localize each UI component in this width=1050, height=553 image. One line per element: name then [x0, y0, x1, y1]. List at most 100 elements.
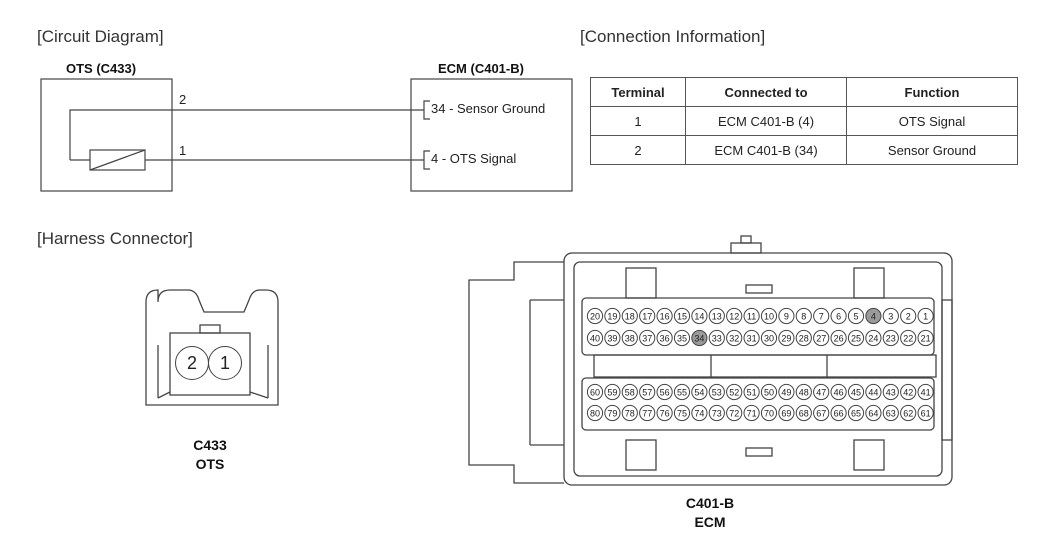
ecm-pin-75: [673, 404, 691, 422]
table-row: 2 ECM C401-B (34) Sensor Ground: [590, 135, 1018, 165]
ecm-pin-label: 10: [764, 311, 774, 321]
ecm-pin-label: 27: [816, 333, 826, 343]
ecm-pin-label: 65: [851, 408, 861, 418]
ecm-pin-label: 76: [660, 408, 670, 418]
ecm-pin-label: 80: [590, 408, 600, 418]
ecm-pin-7: [813, 307, 830, 325]
cell-function: Sensor Ground: [846, 135, 1018, 165]
ecm-pin-34-label: 34 - Sensor Ground: [431, 101, 546, 116]
ecm-pin-label: 72: [729, 408, 739, 418]
ecm-pin-label: 55: [677, 387, 687, 397]
ecm-pin-label: 46: [834, 387, 844, 397]
circuit-diagram-title: [Circuit Diagram]: [37, 27, 164, 46]
connection-info-title: [Connection Information]: [580, 27, 766, 46]
ecm-pin-6: [830, 307, 847, 325]
ecm-pin-48: [795, 383, 812, 401]
ecm-pin-54: [691, 383, 708, 401]
ecm-pin-70: [760, 404, 778, 422]
ecm-pin-23: [882, 329, 899, 347]
ecm-terminal-4-bracket: [423, 150, 430, 170]
ecm-pin-33: [708, 329, 725, 347]
ecm-pin-13: [708, 307, 725, 325]
ecm-harness-connector-body: [468, 235, 953, 486]
ecm-pin-14: [691, 307, 708, 325]
ecm-pin-4: [865, 307, 882, 325]
ecm-pin-label: 54: [694, 387, 704, 397]
ecm-caption-code: C401-B: [685, 495, 735, 511]
ecm-pin-label: 30: [764, 333, 774, 343]
ecm-pin-55: [673, 383, 691, 401]
ecm-pin-24: [865, 329, 882, 347]
header-terminal: Terminal: [590, 77, 686, 107]
ecm-pin-label: 34: [694, 333, 704, 343]
ecm-pin-label: 22: [903, 333, 913, 343]
ecm-pin-label: 41: [921, 387, 931, 397]
cell-connected-to: ECM C401-B (4): [685, 106, 847, 136]
ecm-pin-label: 4: [871, 311, 876, 321]
ecm-pin-label: 63: [886, 408, 896, 418]
ecm-pin-label: 31: [747, 333, 757, 343]
ecm-pin-10: [760, 307, 778, 325]
ecm-pin-label: 66: [834, 408, 844, 418]
ots-connector-caption: C433 OTS: [170, 436, 250, 474]
ecm-pin-label: 47: [816, 387, 826, 397]
ecm-pin-label: 77: [642, 408, 652, 418]
ecm-pin-58: [621, 383, 638, 401]
ecm-pin-31: [743, 329, 760, 347]
ecm-pin-label: 50: [764, 387, 774, 397]
ecm-pin-label: 43: [886, 387, 896, 397]
ecm-pin-78: [621, 404, 638, 422]
ecm-pin-label: 12: [729, 311, 739, 321]
ecm-pin-label: 24: [868, 333, 878, 343]
ecm-pin-41: [917, 383, 934, 401]
ecm-pin-38: [621, 329, 638, 347]
ecm-pin-72: [726, 404, 743, 422]
ecm-pin-label: 45: [851, 387, 861, 397]
ecm-pin-50: [760, 383, 778, 401]
ecm-pin-74: [691, 404, 708, 422]
ecm-pin-43: [882, 383, 899, 401]
ecm-pin-label: 32: [729, 333, 739, 343]
ots-connector-pin-1: 1: [208, 346, 242, 380]
ecm-pin-label: 19: [607, 311, 617, 321]
ecm-pin-label: 36: [660, 333, 670, 343]
harness-connector-title: [Harness Connector]: [37, 229, 193, 248]
ecm-pin-label: 48: [799, 387, 809, 397]
ecm-pin-60: [586, 383, 604, 401]
ecm-pin-47: [813, 383, 830, 401]
ecm-pin-label: 25: [851, 333, 861, 343]
ecm-pin-9: [778, 307, 795, 325]
ecm-pin-label: 7: [819, 311, 824, 321]
ots-pin-1-label: 1: [179, 143, 187, 158]
ecm-pin-label: 18: [625, 311, 635, 321]
ecm-pin-59: [604, 383, 621, 401]
cell-terminal: 2: [590, 135, 686, 165]
ecm-pin-67: [813, 404, 830, 422]
ecm-pin-34: [691, 329, 708, 347]
table-row: 1 ECM C401-B (4) OTS Signal: [590, 106, 1018, 136]
ecm-pin-label: 44: [868, 387, 878, 397]
ecm-pin-65: [847, 404, 865, 422]
ecm-pin-label: 58: [625, 387, 635, 397]
ecm-component-title: ECM (C401-B): [438, 61, 524, 76]
ecm-pin-11: [743, 307, 760, 325]
ecm-pin-15: [673, 307, 691, 325]
ecm-pin-label: 40: [590, 333, 600, 343]
ots-caption-name: OTS: [195, 456, 225, 472]
ecm-pin-label: 11: [747, 311, 756, 321]
ecm-pin-label: 26: [834, 333, 844, 343]
ecm-pin-49: [778, 383, 795, 401]
ecm-pin-68: [795, 404, 812, 422]
ecm-pin-label: 17: [642, 311, 652, 321]
ecm-pin-16: [656, 307, 673, 325]
ecm-pin-26: [830, 329, 847, 347]
ecm-pin-27: [813, 329, 830, 347]
ecm-pin-53: [708, 383, 725, 401]
ecm-pin-label: 73: [712, 408, 722, 418]
ecm-pin-19: [604, 307, 621, 325]
ecm-pin-label: 15: [677, 311, 687, 321]
ecm-pin-label: 67: [816, 408, 826, 418]
ecm-pin-label: 9: [784, 311, 789, 321]
ecm-pin-label: 29: [781, 333, 791, 343]
ecm-pin-17: [639, 307, 656, 325]
